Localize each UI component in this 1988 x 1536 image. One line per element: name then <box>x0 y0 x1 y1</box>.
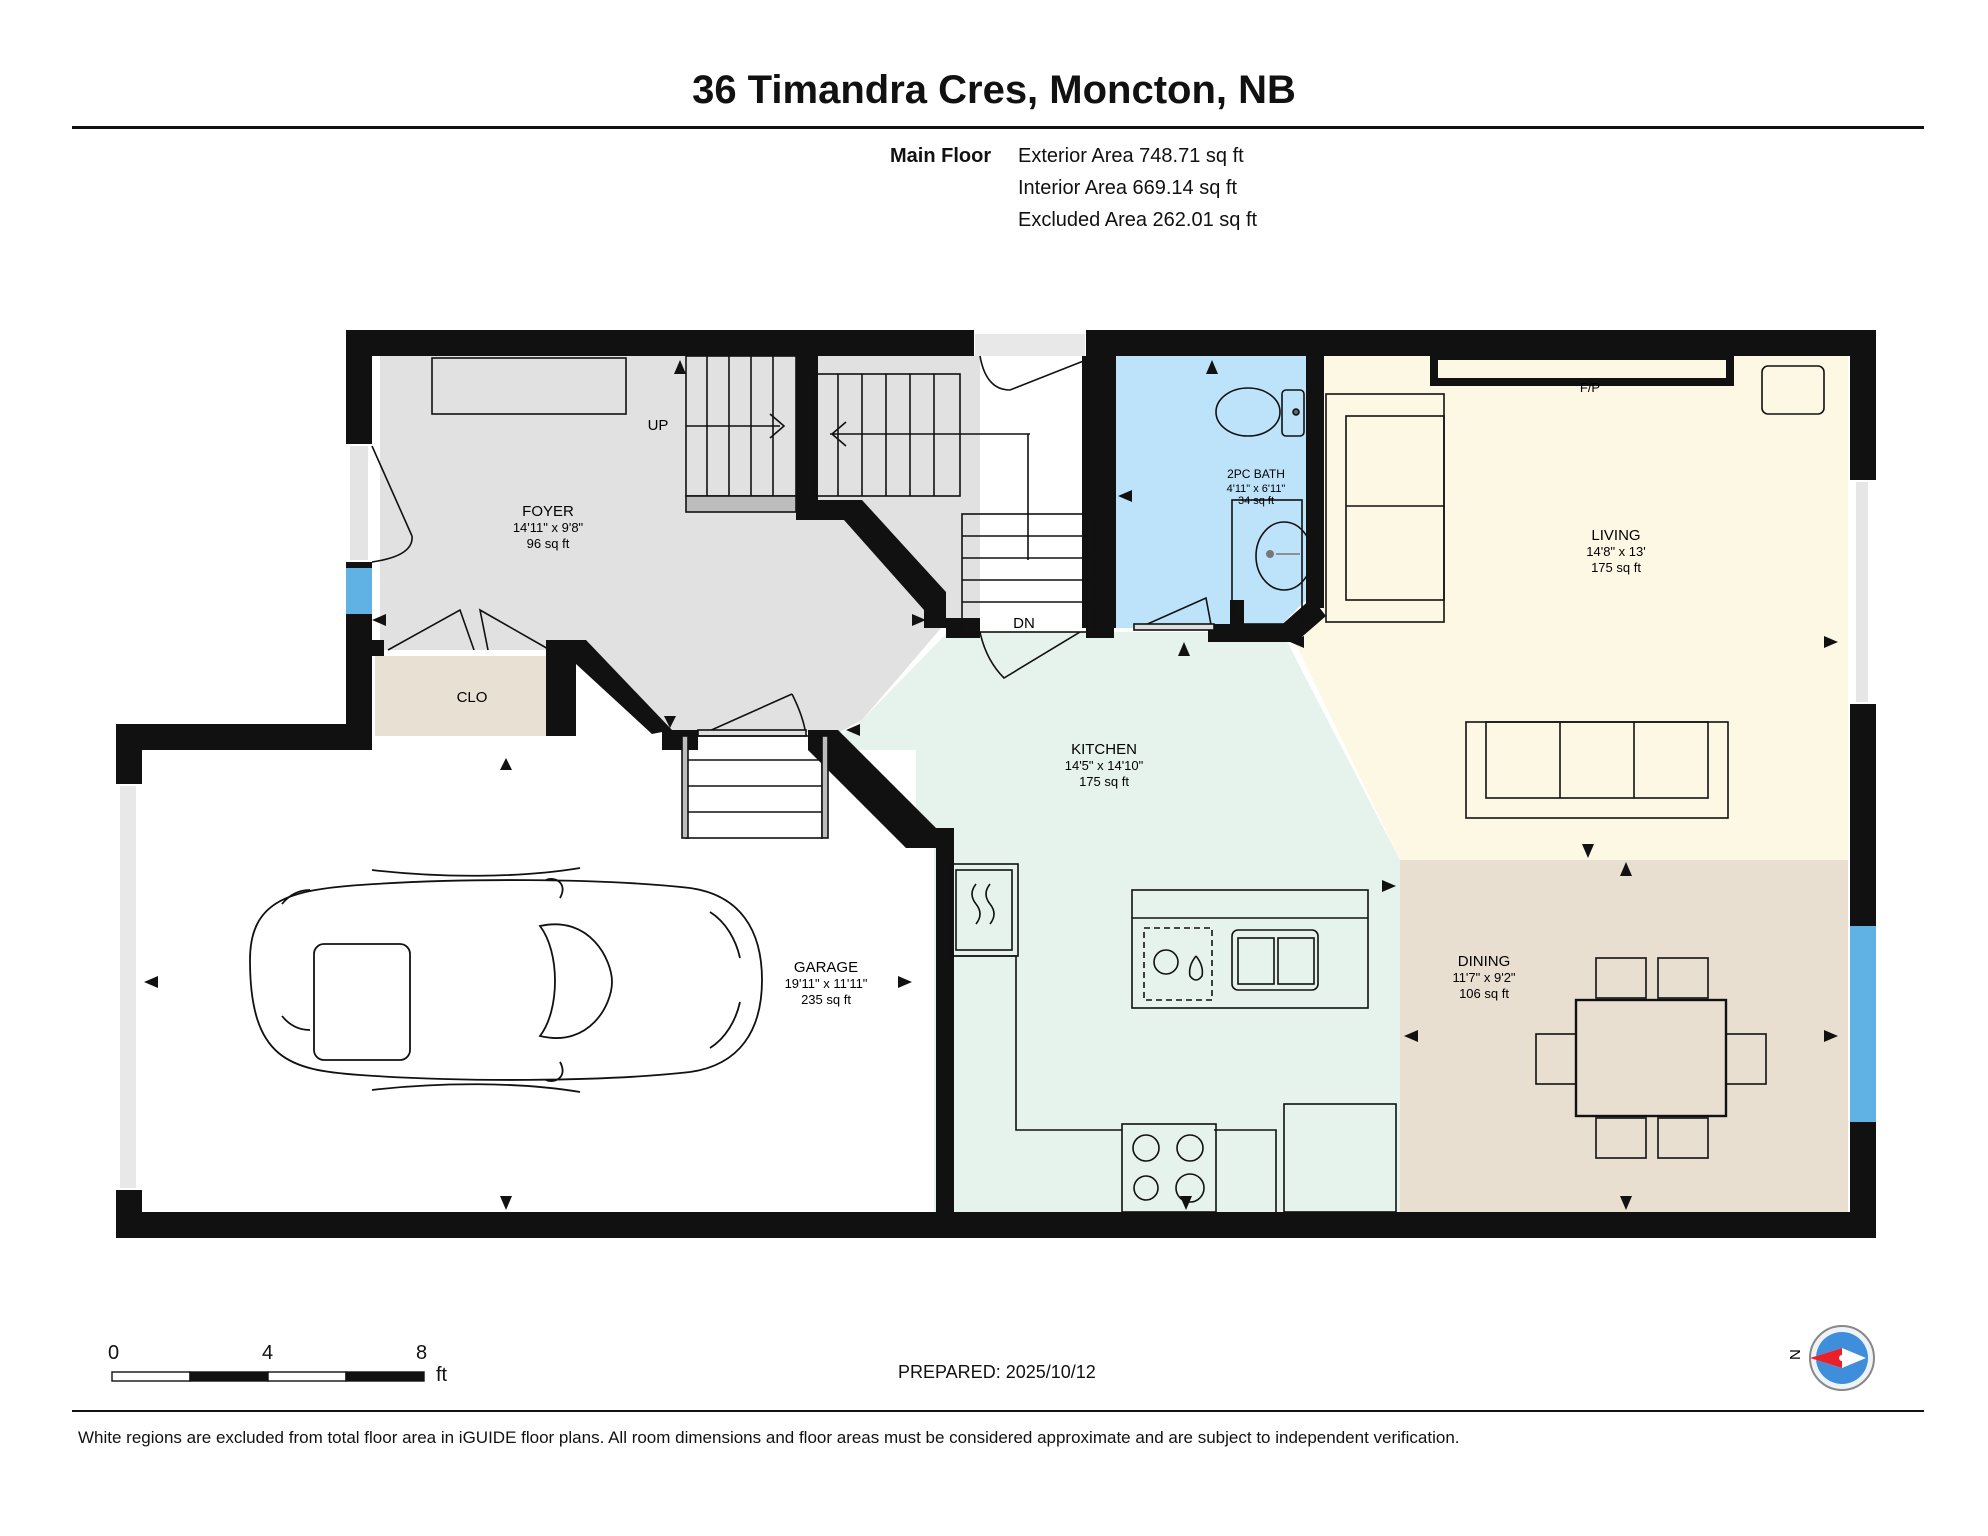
floor-name: Main Floor <box>890 145 992 167</box>
svg-text:4'11" x 6'11": 4'11" x 6'11" <box>1227 483 1286 495</box>
svg-text:GARAGE: GARAGE <box>794 959 858 976</box>
room-label-foyer: FOYER 14'11" x 9'8" 96 sq ft <box>513 503 584 551</box>
svg-text:FOYER: FOYER <box>522 503 574 520</box>
room-label-closet: CLO <box>457 689 488 706</box>
svg-text:14'11" x 9'8": 14'11" x 9'8" <box>513 520 584 535</box>
exterior-area: Exterior Area 748.71 sq ft <box>1018 145 1244 167</box>
svg-text:KITCHEN: KITCHEN <box>1071 741 1137 758</box>
svg-text:19'11" x 11'11": 19'11" x 11'11" <box>785 976 868 991</box>
foyer-bench <box>431 357 627 415</box>
scale-bar <box>111 1371 425 1382</box>
footer-divider <box>72 1410 1924 1412</box>
disclaimer-text: White regions are excluded from total fl… <box>78 1428 1460 1447</box>
room-label-living: LIVING 14'8" x 13' 175 sq ft <box>1586 527 1645 575</box>
car-icon <box>249 867 763 1093</box>
svg-text:DINING: DINING <box>1458 953 1511 970</box>
doors <box>371 355 1215 737</box>
stairs-down-label: DN <box>1013 615 1035 632</box>
compass-north-label: N <box>1787 1349 1804 1360</box>
kitchen-fill <box>842 632 1400 1212</box>
page-title: 36 Timandra Cres, Moncton, NB <box>692 68 1296 112</box>
svg-text:LIVING: LIVING <box>1591 527 1640 544</box>
title-divider <box>72 126 1924 129</box>
interior-area: Interior Area 669.14 sq ft <box>1018 177 1238 199</box>
room-label-dining: DINING 11'7" x 9'2" 106 sq ft <box>1452 953 1515 1001</box>
svg-text:2PC BATH: 2PC BATH <box>1227 467 1285 481</box>
room-label-kitchen: KITCHEN 14'5" x 14'10" 175 sq ft <box>1065 741 1144 789</box>
excluded-area: Excluded Area 262.01 sq ft <box>1018 209 1258 231</box>
scale-label-eight: 8 <box>416 1342 428 1364</box>
room-label-bath: 2PC BATH 4'11" x 6'11" 34 sq ft <box>1227 467 1286 507</box>
kitchen-fixtures <box>949 863 1397 1213</box>
svg-text:175 sq ft: 175 sq ft <box>1079 774 1129 789</box>
bath-fill <box>1116 350 1306 628</box>
svg-text:96 sq ft: 96 sq ft <box>527 536 570 551</box>
fireplace-label: F/P <box>1580 380 1600 395</box>
living-furniture <box>1325 365 1825 819</box>
area-summary: Exterior Area 748.71 sq ft Interior Area… <box>1018 140 1257 236</box>
svg-text:175 sq ft: 175 sq ft <box>1591 560 1641 575</box>
svg-text:106 sq ft: 106 sq ft <box>1459 986 1509 1001</box>
svg-text:34 sq ft: 34 sq ft <box>1238 495 1274 507</box>
stairs <box>681 355 1095 839</box>
living-fill <box>1290 350 1848 860</box>
svg-text:14'8" x 13': 14'8" x 13' <box>1586 544 1645 559</box>
scale-label-zero: 0 <box>108 1342 120 1364</box>
compass-icon <box>1809 1325 1875 1391</box>
garage-fill <box>142 750 916 1212</box>
scale-label-four: 4 <box>262 1342 274 1364</box>
stairs-up-label: UP <box>648 417 669 434</box>
svg-text:14'5" x 14'10": 14'5" x 14'10" <box>1065 758 1144 773</box>
prepared-date: PREPARED: 2025/10/12 <box>898 1362 1096 1382</box>
dining-fill <box>1400 860 1848 1212</box>
dining-table <box>1535 957 1767 1159</box>
bath-fixtures <box>1215 387 1313 625</box>
scale-unit: ft <box>436 1364 448 1386</box>
closet-fill <box>375 656 568 736</box>
wall-openings <box>116 330 1876 1190</box>
svg-text:11'7" x 9'2": 11'7" x 9'2" <box>1452 970 1515 985</box>
foyer-fill <box>368 350 980 732</box>
room-label-garage: GARAGE 19'11" x 11'11" 235 sq ft <box>785 959 868 1007</box>
room-access-arrows <box>144 360 1838 1210</box>
svg-text:235 sq ft: 235 sq ft <box>801 992 851 1007</box>
